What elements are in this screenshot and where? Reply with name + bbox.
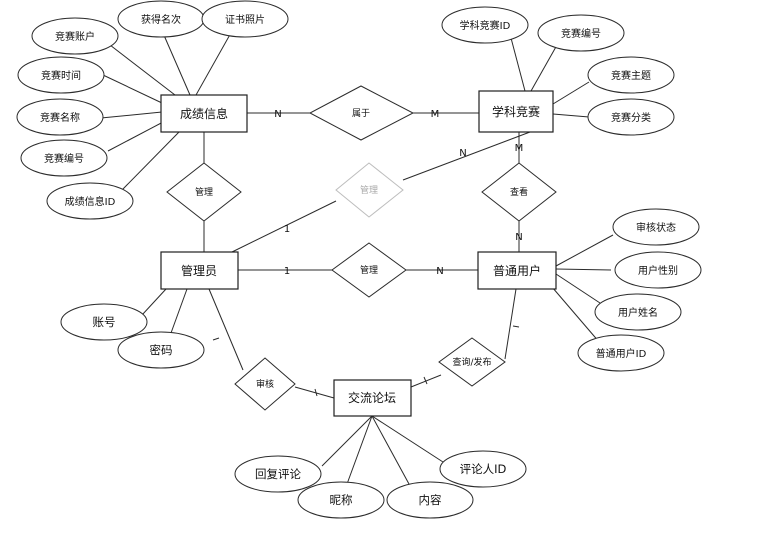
attr-subject-competition-id[interactable]: 学科竞赛ID: [441, 6, 529, 44]
attr-competition-account[interactable]: 竞赛账户: [31, 17, 119, 55]
relationship-belongs-to[interactable]: 属于: [308, 85, 415, 141]
attr-score-info-id[interactable]: 成绩信息ID: [46, 182, 134, 220]
relationship-query-post[interactable]: 查询/发布: [438, 337, 506, 387]
attr-review-status[interactable]: 审核状态: [612, 208, 700, 246]
cardinality-user-view: N: [515, 232, 522, 243]
entity-forum-label: 交流论坛: [348, 390, 396, 405]
attr-competition-theme[interactable]: 竞赛主题: [587, 56, 675, 94]
relationship-manage-competition[interactable]: 管理: [335, 162, 404, 218]
attr-user-name[interactable]: 用户姓名: [594, 293, 682, 331]
svg-text:账号: 账号: [93, 315, 116, 329]
attr-account[interactable]: 账号: [60, 303, 148, 341]
svg-text:用户姓名: 用户姓名: [618, 306, 658, 319]
entity-admin-label: 管理员: [181, 263, 217, 278]
cardinality-admin-comp-admin: 1: [284, 224, 290, 235]
cardinality-admin-user-admin: 1: [284, 266, 290, 277]
svg-text:学科竞赛ID: 学科竞赛ID: [460, 19, 511, 32]
relationship-manage-competition-label: 管理: [360, 184, 378, 196]
svg-text:竞赛编号: 竞赛编号: [561, 27, 601, 40]
attr-password[interactable]: 密码: [117, 331, 205, 369]
relationship-view-label: 查看: [510, 186, 528, 198]
entity-normal-user-label: 普通用户: [493, 263, 541, 278]
attr-certificate-photo[interactable]: 证书照片: [201, 0, 289, 38]
attr-normal-user-id[interactable]: 普通用户ID: [577, 334, 665, 372]
entity-forum[interactable]: 交流论坛: [333, 379, 412, 417]
relationship-review-label: 审核: [256, 378, 274, 390]
entity-subject-competition[interactable]: 学科竞赛: [478, 90, 554, 133]
attr-competition-category[interactable]: 竞赛分类: [587, 98, 675, 136]
svg-text:回复评论: 回复评论: [255, 467, 301, 481]
svg-text:审核状态: 审核状态: [636, 221, 676, 234]
svg-text:用户性别: 用户性别: [638, 264, 678, 277]
relationship-query-post-label: 查询/发布: [452, 356, 491, 368]
attr-competition-no[interactable]: 竞赛编号: [537, 14, 625, 52]
svg-text:昵称: 昵称: [330, 493, 353, 507]
svg-text:竞赛名称: 竞赛名称: [40, 111, 80, 124]
relationship-view[interactable]: 查看: [481, 162, 557, 222]
cardinality-comp-belongs: M: [431, 109, 440, 120]
attr-rank[interactable]: 获得名次: [117, 0, 205, 38]
entity-normal-user[interactable]: 普通用户: [477, 251, 557, 290]
tick-marks: [212, 325, 520, 397]
svg-text:竞赛编号: 竞赛编号: [44, 152, 84, 165]
cardinality-comp-view: M: [515, 143, 524, 154]
cardinality-admin-comp-comp: N: [459, 148, 466, 159]
attr-commenter-id[interactable]: 评论人ID: [439, 450, 527, 488]
attr-score-competition-no[interactable]: 竞赛编号: [20, 139, 108, 177]
relationship-manage-score[interactable]: 管理: [166, 162, 242, 222]
cardinality-admin-user-user: N: [436, 266, 443, 277]
entity-admin[interactable]: 管理员: [160, 251, 239, 290]
svg-text:成绩信息ID: 成绩信息ID: [65, 195, 116, 208]
attr-content[interactable]: 内容: [386, 481, 474, 519]
svg-text:竞赛分类: 竞赛分类: [611, 111, 651, 124]
svg-text:内容: 内容: [419, 493, 442, 507]
cardinality-score-belongs: N: [274, 109, 281, 120]
relationship-manage-user[interactable]: 管理: [331, 242, 407, 298]
svg-text:竞赛主题: 竞赛主题: [611, 69, 651, 82]
attr-nickname[interactable]: 昵称: [297, 481, 385, 519]
attr-competition-time[interactable]: 竞赛时间: [17, 56, 105, 94]
attr-user-gender[interactable]: 用户性别: [614, 251, 702, 289]
cardinality-labels: N M M N 1 N 1 N: [274, 109, 523, 277]
attr-competition-name[interactable]: 竞赛名称: [16, 98, 104, 136]
entity-score-info[interactable]: 成绩信息: [160, 94, 248, 133]
svg-text:证书照片: 证书照片: [225, 13, 265, 26]
svg-text:获得名次: 获得名次: [141, 13, 181, 26]
relationship-manage-user-label: 管理: [360, 264, 378, 276]
svg-text:普通用户ID: 普通用户ID: [596, 347, 647, 360]
relationship-manage-score-label: 管理: [195, 186, 213, 198]
connector-lines: [100, 30, 614, 485]
entity-score-info-label: 成绩信息: [180, 106, 228, 121]
entity-subject-competition-label: 学科竞赛: [492, 104, 540, 119]
relationship-review[interactable]: 审核: [234, 357, 296, 411]
svg-text:竞赛时间: 竞赛时间: [41, 69, 81, 82]
svg-text:评论人ID: 评论人ID: [460, 462, 507, 476]
relationship-belongs-to-label: 属于: [352, 108, 370, 119]
attr-reply-comment[interactable]: 回复评论: [234, 455, 322, 493]
svg-text:密码: 密码: [150, 343, 173, 357]
svg-text:竞赛账户: 竞赛账户: [55, 30, 95, 43]
